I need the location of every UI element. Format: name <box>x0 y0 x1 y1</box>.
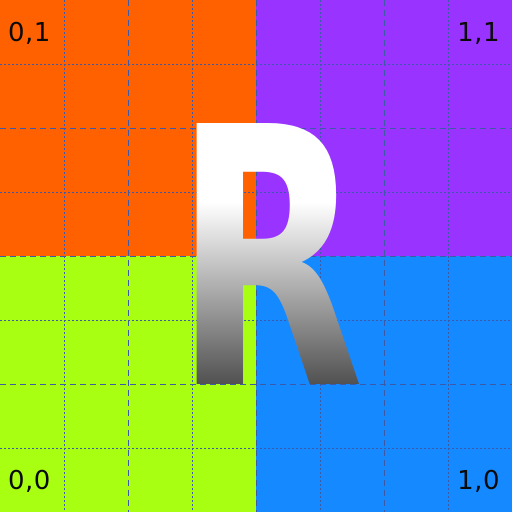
corner-label-top-left: 0,1 <box>8 18 51 48</box>
corner-label-bottom-left: 0,0 <box>8 466 51 496</box>
corner-label-bottom-right: 1,0 <box>457 466 500 496</box>
corner-label-top-right: 1,1 <box>457 18 500 48</box>
letter-r: R <box>174 53 364 469</box>
